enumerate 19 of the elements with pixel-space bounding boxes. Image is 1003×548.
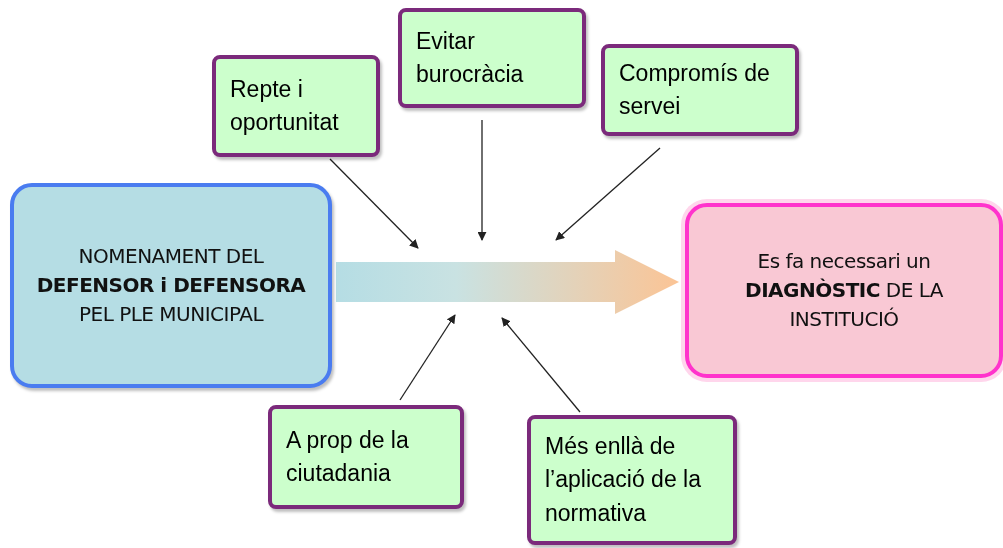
box-text: Repte i oportunitat [230, 74, 340, 137]
arrow [329, 158, 419, 249]
arrow [477, 119, 487, 241]
arrow [399, 314, 456, 401]
idea-box [212, 55, 380, 157]
idea-box [268, 405, 464, 509]
start-box [10, 183, 332, 388]
box-text: Compromís de servei [619, 58, 771, 121]
idea-box [527, 415, 737, 545]
box-text: Es fa necessari un DIAGNÒSTIC DE LA INSTITUCIÓ [744, 248, 944, 333]
box-text: A prop de la ciutadania [286, 425, 410, 488]
idea-box [601, 44, 799, 136]
box-text: Més enllà de l’aplicació de la normativa [545, 432, 702, 528]
box-text: NOMENAMENT DEL DEFENSOR i DEFENSORA PEL PLE MUNICIPAL [35, 243, 307, 328]
arrow [555, 147, 661, 241]
box-text: Evitar burocràcia [416, 26, 525, 89]
idea-box [398, 8, 586, 108]
block-arrow [336, 250, 679, 314]
arrow [501, 317, 581, 413]
